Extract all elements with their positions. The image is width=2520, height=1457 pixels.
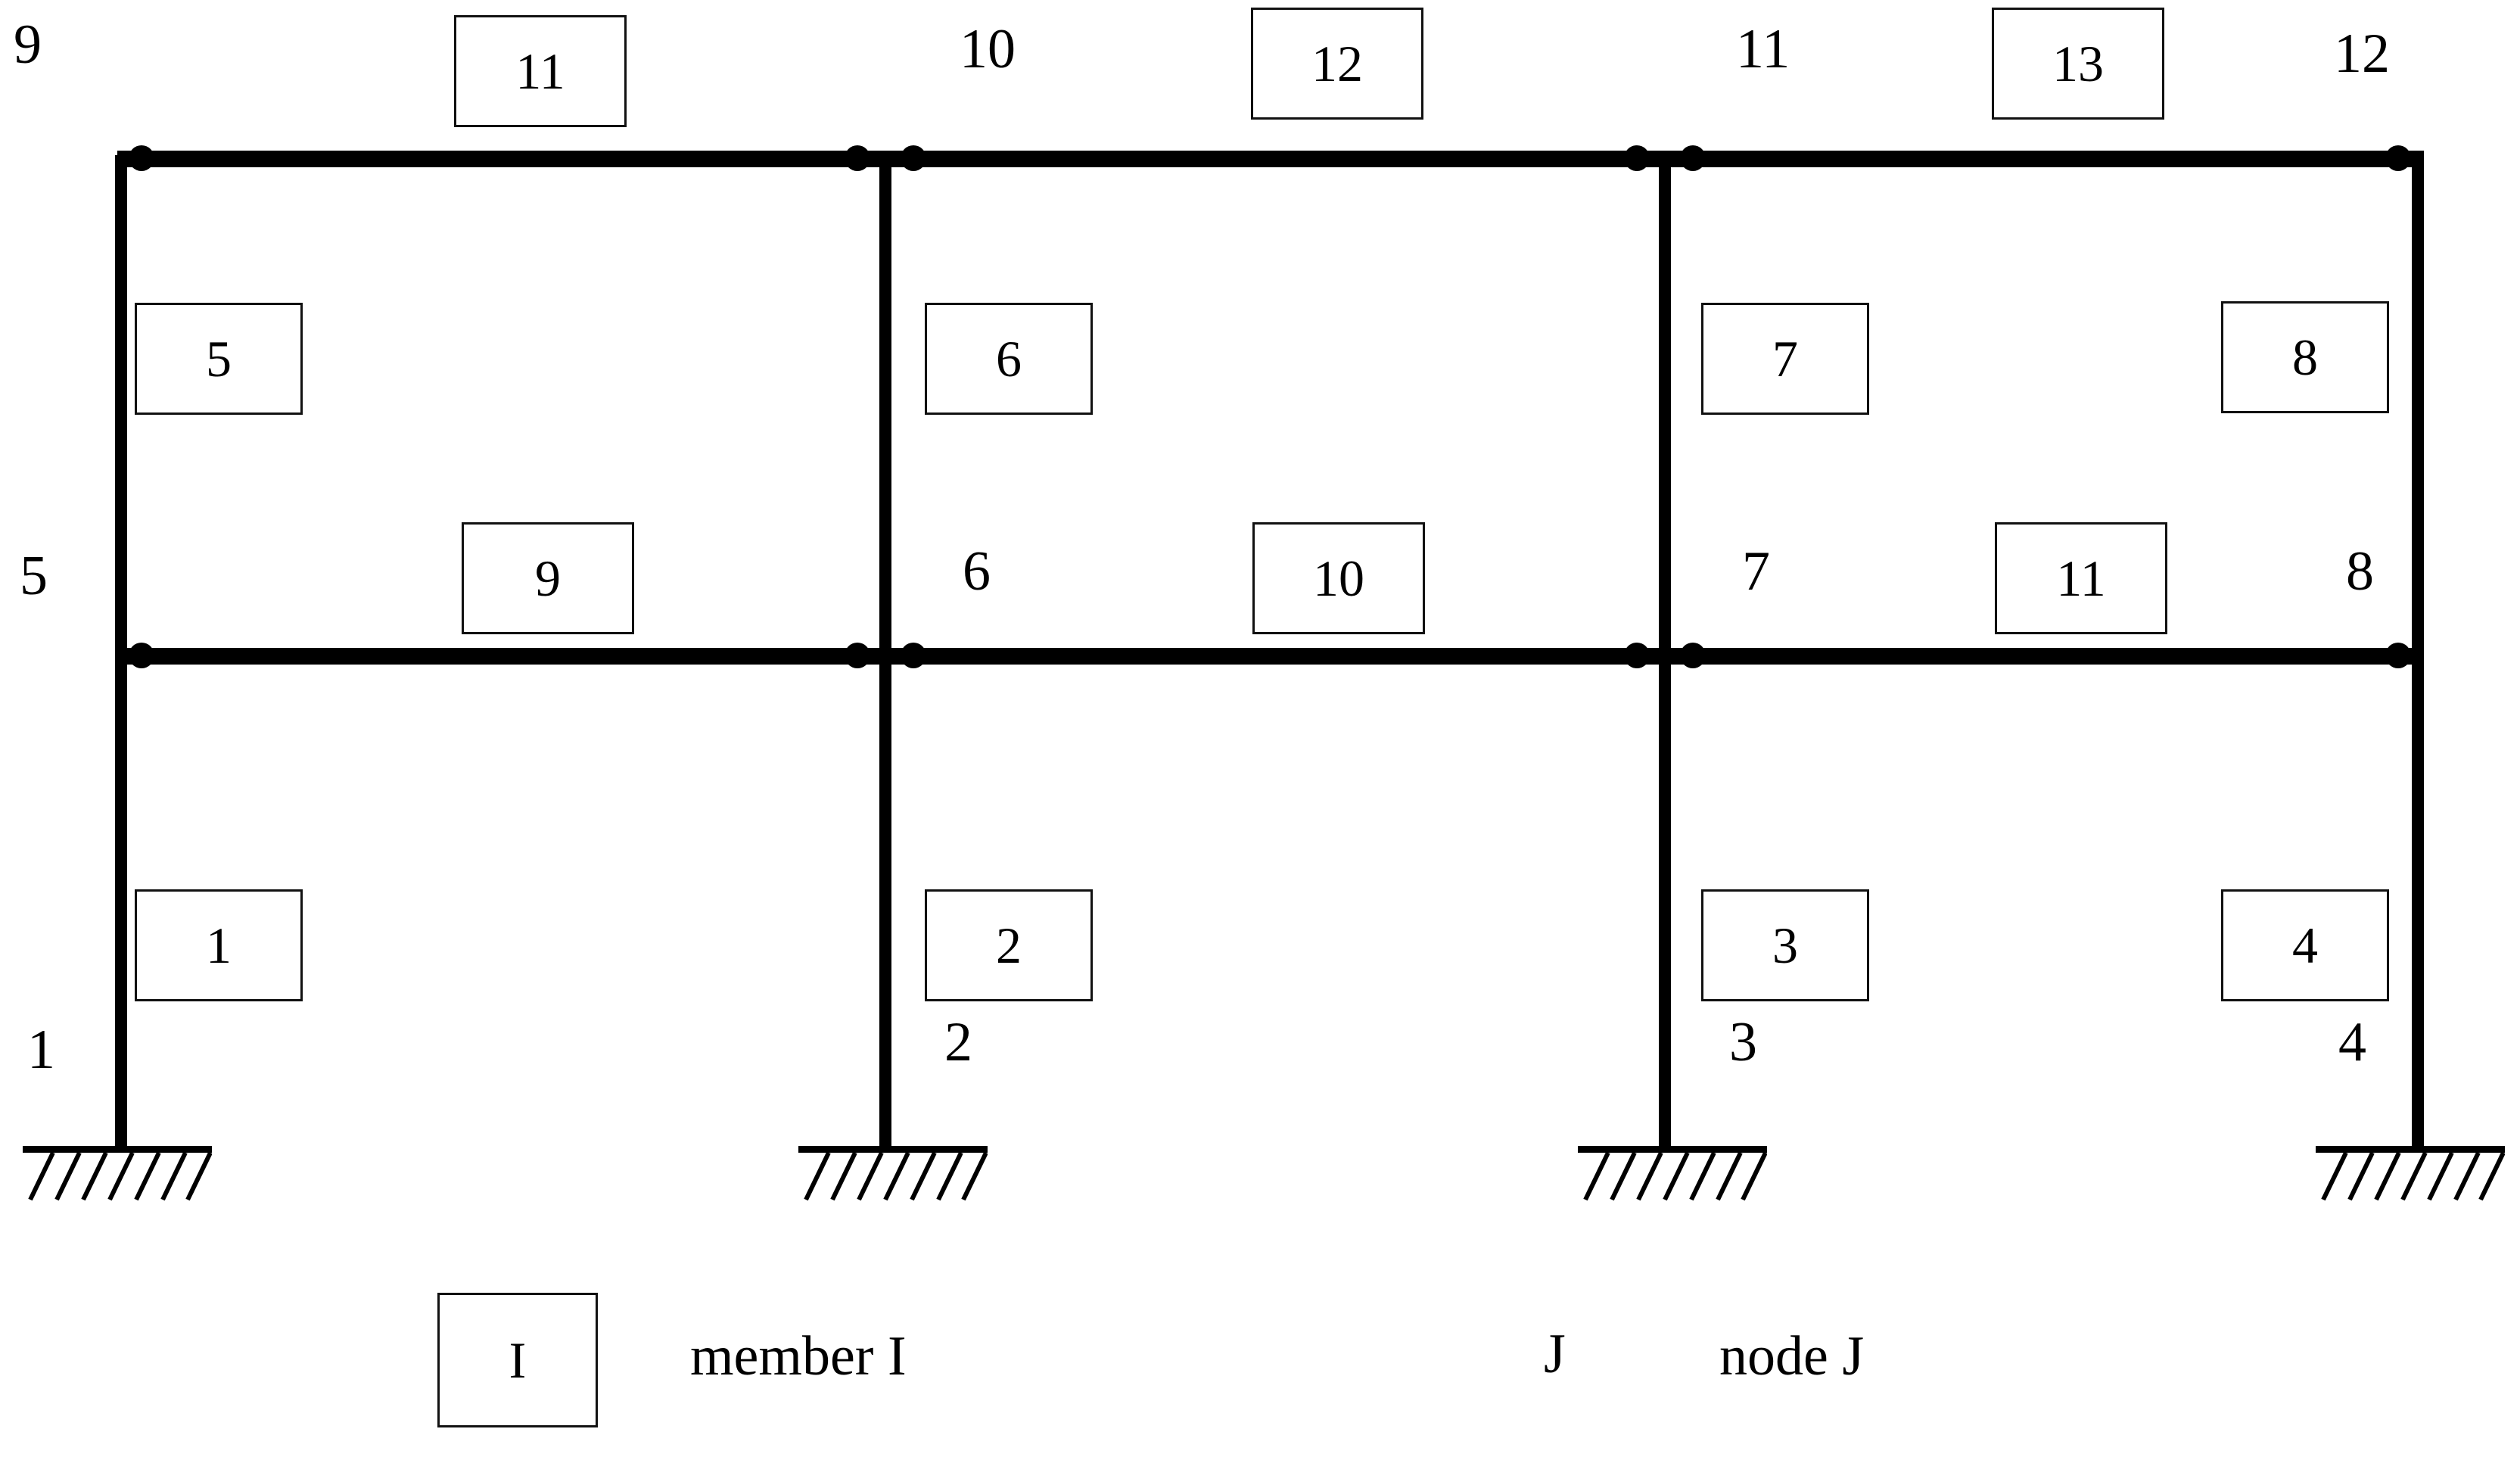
support-hatching-3 <box>1583 1153 1767 1201</box>
legend-node-text: node J <box>1719 1325 1865 1387</box>
support-ground-line-2 <box>798 1146 988 1153</box>
node-label-7: 7 <box>1742 540 1770 602</box>
member-box-10: 10 <box>1252 522 1425 634</box>
column-line-4 <box>2412 155 2424 1150</box>
node-label-11: 11 <box>1736 18 1790 80</box>
column-line-3 <box>1659 155 1671 1150</box>
hinge-dot-node-11-right <box>1680 145 1706 171</box>
node-label-9: 9 <box>14 14 42 76</box>
member-box-9: 9 <box>462 522 634 634</box>
member-box-4: 4 <box>2221 889 2389 1001</box>
member-box-12: 11 <box>454 15 627 127</box>
hinge-dot-node-6-right <box>901 643 926 668</box>
support-node-3 <box>1578 1146 1767 1206</box>
roof-beam-line <box>117 151 2424 167</box>
node-label-6: 6 <box>963 540 991 602</box>
hinge-dot-node-8 <box>2385 643 2411 668</box>
hinge-dot-node-11-left <box>1624 145 1650 171</box>
member-box-14: 13 <box>1992 8 2164 120</box>
floor-beam-line <box>117 648 2424 665</box>
support-hatching-2 <box>804 1153 988 1201</box>
hinge-dot-node-10-left <box>845 145 870 171</box>
member-box-5: 5 <box>135 303 303 415</box>
node-label-10: 10 <box>960 18 1016 80</box>
support-node-4 <box>2316 1146 2505 1206</box>
member-box-6: 6 <box>925 303 1093 415</box>
column-line-2 <box>879 155 891 1150</box>
support-hatching-1 <box>28 1153 212 1201</box>
column-line-1 <box>115 155 127 1150</box>
hinge-dot-node-10-right <box>901 145 926 171</box>
node-label-3: 3 <box>1729 1011 1757 1073</box>
hinge-dot-node-5 <box>129 643 154 668</box>
node-label-1: 1 <box>27 1019 55 1081</box>
node-label-2: 2 <box>944 1011 972 1073</box>
member-box-1: 1 <box>135 889 303 1001</box>
legend-node-symbol: J <box>1544 1323 1566 1385</box>
support-hatching-4 <box>2321 1153 2505 1201</box>
node-label-8: 8 <box>2346 540 2374 602</box>
member-box-3: 3 <box>1701 889 1869 1001</box>
hinge-dot-node-7-left <box>1624 643 1650 668</box>
support-node-2 <box>798 1146 988 1206</box>
support-node-1 <box>23 1146 212 1206</box>
hinge-dot-node-6-left <box>845 643 870 668</box>
node-label-12: 12 <box>2334 23 2390 85</box>
hinge-dot-node-12 <box>2385 145 2411 171</box>
member-box-13: 12 <box>1251 8 1423 120</box>
node-label-4: 4 <box>2338 1011 2366 1073</box>
legend-member-text: member I <box>690 1325 907 1387</box>
support-ground-line-4 <box>2316 1146 2505 1153</box>
hinge-dot-node-7-right <box>1680 643 1706 668</box>
support-ground-line-1 <box>23 1146 212 1153</box>
member-box-7: 7 <box>1701 303 1869 415</box>
member-box-2: 2 <box>925 889 1093 1001</box>
node-label-5: 5 <box>20 545 48 607</box>
member-box-8: 8 <box>2221 301 2389 413</box>
hinge-dot-node-9 <box>129 145 154 171</box>
legend-member-symbol-box: I <box>437 1293 598 1427</box>
support-ground-line-3 <box>1578 1146 1767 1153</box>
member-box-11: 11 <box>1995 522 2167 634</box>
